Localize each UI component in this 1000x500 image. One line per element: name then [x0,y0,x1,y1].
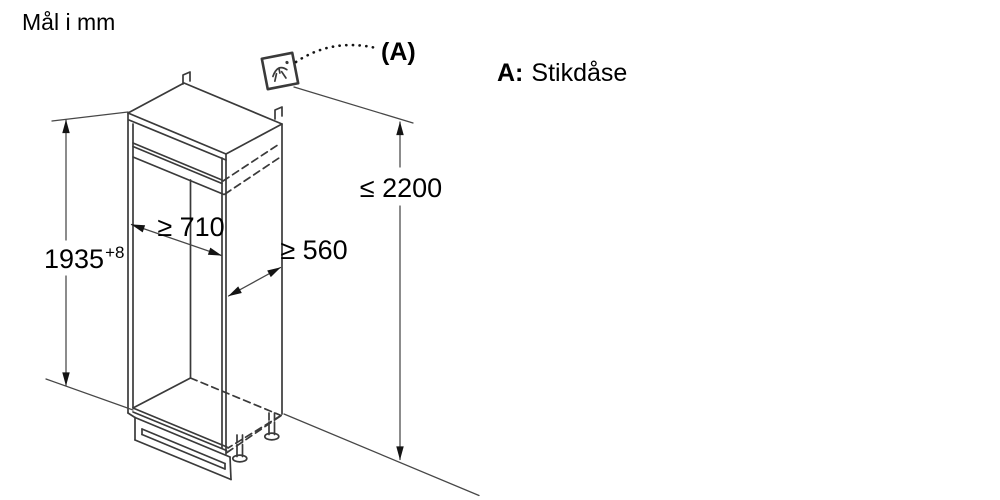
page-title: Mål i mm [22,9,115,35]
plinth-right-edge [229,456,232,481]
legend-text: A: Stikdåse [497,59,627,87]
floor-back-hidden-edge [189,377,282,417]
socket-symbol [260,43,378,91]
floor-right-hidden-edge [227,414,282,449]
plinth-slot-bottom [141,433,226,470]
plinth-slot-top [141,428,226,465]
dim-depth-arrow [227,266,282,297]
plinth-top-edge [134,416,231,458]
rail-top-edge [132,142,223,181]
legend-key: A: [497,59,523,87]
rail-bottom-edge [132,156,225,196]
dim-width-arrow [130,223,223,257]
floor-left-edge [132,377,192,409]
dim-niche-height-label: 1935+8 [44,243,124,274]
rail-top-edge2 [132,145,223,185]
floor-front-edge2 [132,411,228,452]
cabinet-top-face [127,82,283,155]
socket-glyph [272,60,289,83]
mounting-tab-right [274,106,283,120]
callout-dotted-line [294,43,378,64]
legend-label: Stikdåse [531,59,627,87]
rail-hidden-edge1 [222,142,281,182]
mounting-tab-left [182,71,191,85]
extension-line-top-left [51,111,129,122]
foot-front [231,434,248,463]
foot-back [263,412,280,441]
dimension-lines [45,86,480,497]
ceiling-front-edge [128,119,227,161]
dim-niche-depth-label: ≥ 560 [280,235,347,265]
floor-baseline [283,413,480,497]
extension-line-bottom-left [45,378,134,411]
plinth-bottom-edge [134,439,232,481]
cabinet-drawing [127,71,283,481]
plinth-step [127,412,136,419]
dim-socket-height-label: ≤ 2200 [360,173,442,203]
power-socket-icon [260,51,300,91]
socket-callout-label: (A) [381,38,416,66]
extension-line-socket [293,86,414,124]
dim-interior-width-label: ≥ 710 [157,212,224,242]
floor-front-edge [132,407,228,448]
rail-hidden-edge2 [224,155,283,195]
